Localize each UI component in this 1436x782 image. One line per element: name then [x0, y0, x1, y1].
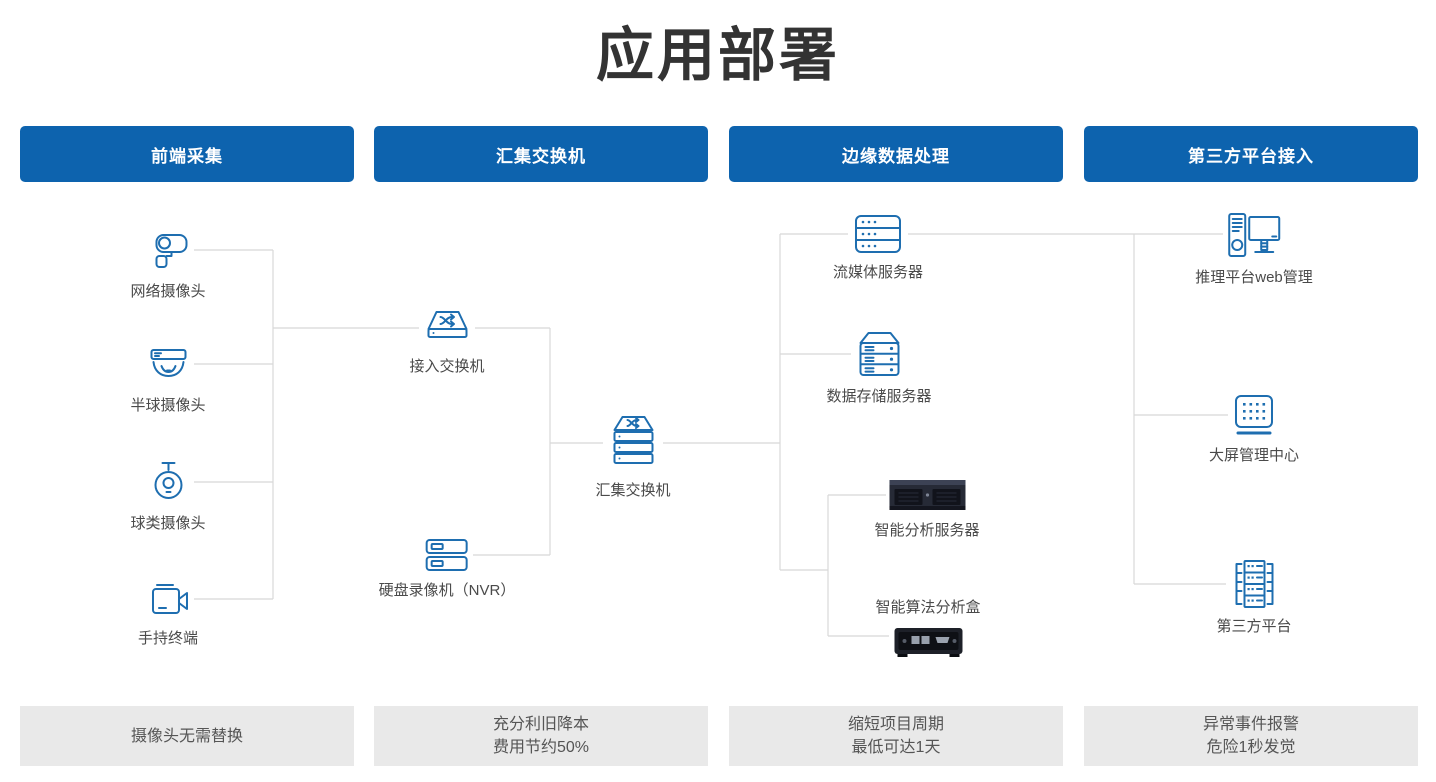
node-label: 手持终端 — [137, 630, 199, 647]
network-camera-icon — [144, 226, 192, 274]
footer-third-party-access: 异常事件报警 危险1秒发觉 — [1084, 706, 1418, 766]
node-web-management: 推理平台web管理 — [1195, 210, 1313, 287]
node-dome-camera: 半球摄像头 — [130, 340, 206, 415]
footer-line: 异常事件报警 — [1202, 716, 1299, 733]
node-label: 硬盘录像机（NVR） — [378, 582, 516, 599]
third-party-platform-icon — [1228, 559, 1280, 609]
node-label: 智能分析服务器 — [874, 522, 980, 539]
web-management-icon — [1225, 210, 1283, 260]
storage-server-icon — [853, 329, 905, 379]
footer-line: 危险1秒发觉 — [1206, 739, 1296, 756]
node-analysis-server: 智能分析服务器 — [874, 477, 980, 540]
header-edge-data-processing: 边缘数据处理 — [729, 126, 1063, 182]
node-label: 智能算法分析盒 — [875, 599, 981, 616]
ptz-camera-icon — [144, 458, 192, 506]
handheld-terminal-icon — [144, 577, 192, 621]
header-aggregation-switch: 汇集交换机 — [374, 126, 708, 182]
node-aggregation-switch: 汇集交换机 — [595, 413, 671, 500]
node-storage-server: 数据存储服务器 — [826, 329, 932, 406]
node-label: 球类摄像头 — [130, 515, 206, 532]
nvr-icon — [423, 537, 471, 573]
node-network-camera: 网络摄像头 — [130, 226, 206, 301]
node-label: 推理平台web管理 — [1195, 269, 1313, 286]
node-big-screen: 大屏管理中心 — [1209, 392, 1299, 465]
footer-aggregation-switch: 充分利旧降本 费用节约50% — [374, 706, 708, 766]
aggregation-switch-icon — [605, 413, 661, 473]
header-frontend-collection: 前端采集 — [20, 126, 354, 182]
dome-camera-icon — [144, 340, 192, 388]
header-third-party-access: 第三方平台接入 — [1084, 126, 1418, 182]
node-label: 大屏管理中心 — [1208, 447, 1300, 464]
node-access-switch: 接入交换机 — [409, 307, 485, 376]
footer-line: 充分利旧降本 — [492, 716, 589, 733]
node-label: 数据存储服务器 — [826, 388, 932, 405]
page-title: 应用部署 — [595, 23, 840, 88]
node-label: 半球摄像头 — [130, 397, 206, 414]
footer-line: 缩短项目周期 — [847, 716, 944, 733]
algorithm-box-image — [891, 623, 965, 659]
footer-frontend-collection: 摄像头无需替换 — [20, 706, 354, 766]
node-ptz-camera: 球类摄像头 — [130, 458, 206, 533]
big-screen-icon — [1230, 392, 1278, 438]
analysis-server-image — [888, 477, 966, 513]
node-label: 第三方平台 — [1216, 618, 1292, 635]
node-label: 汇集交换机 — [595, 482, 671, 499]
node-label: 网络摄像头 — [130, 283, 206, 300]
node-handheld-terminal: 手持终端 — [138, 577, 198, 648]
node-streaming-server: 流媒体服务器 — [833, 213, 923, 282]
node-nvr: 硬盘录像机（NVR） — [378, 537, 516, 600]
access-switch-icon — [421, 307, 473, 349]
footer-line: 费用节约50% — [492, 739, 590, 756]
footer-line: 摄像头无需替换 — [130, 727, 243, 745]
footer-line: 最低可达1天 — [851, 739, 941, 756]
node-third-party-platform: 第三方平台 — [1216, 559, 1292, 636]
node-label: 接入交换机 — [409, 358, 485, 375]
node-algorithm-box: 智能算法分析盒 — [875, 596, 981, 659]
node-label: 流媒体服务器 — [832, 264, 924, 281]
streaming-server-icon — [850, 213, 906, 255]
footer-edge-data-processing: 缩短项目周期 最低可达1天 — [729, 706, 1063, 766]
